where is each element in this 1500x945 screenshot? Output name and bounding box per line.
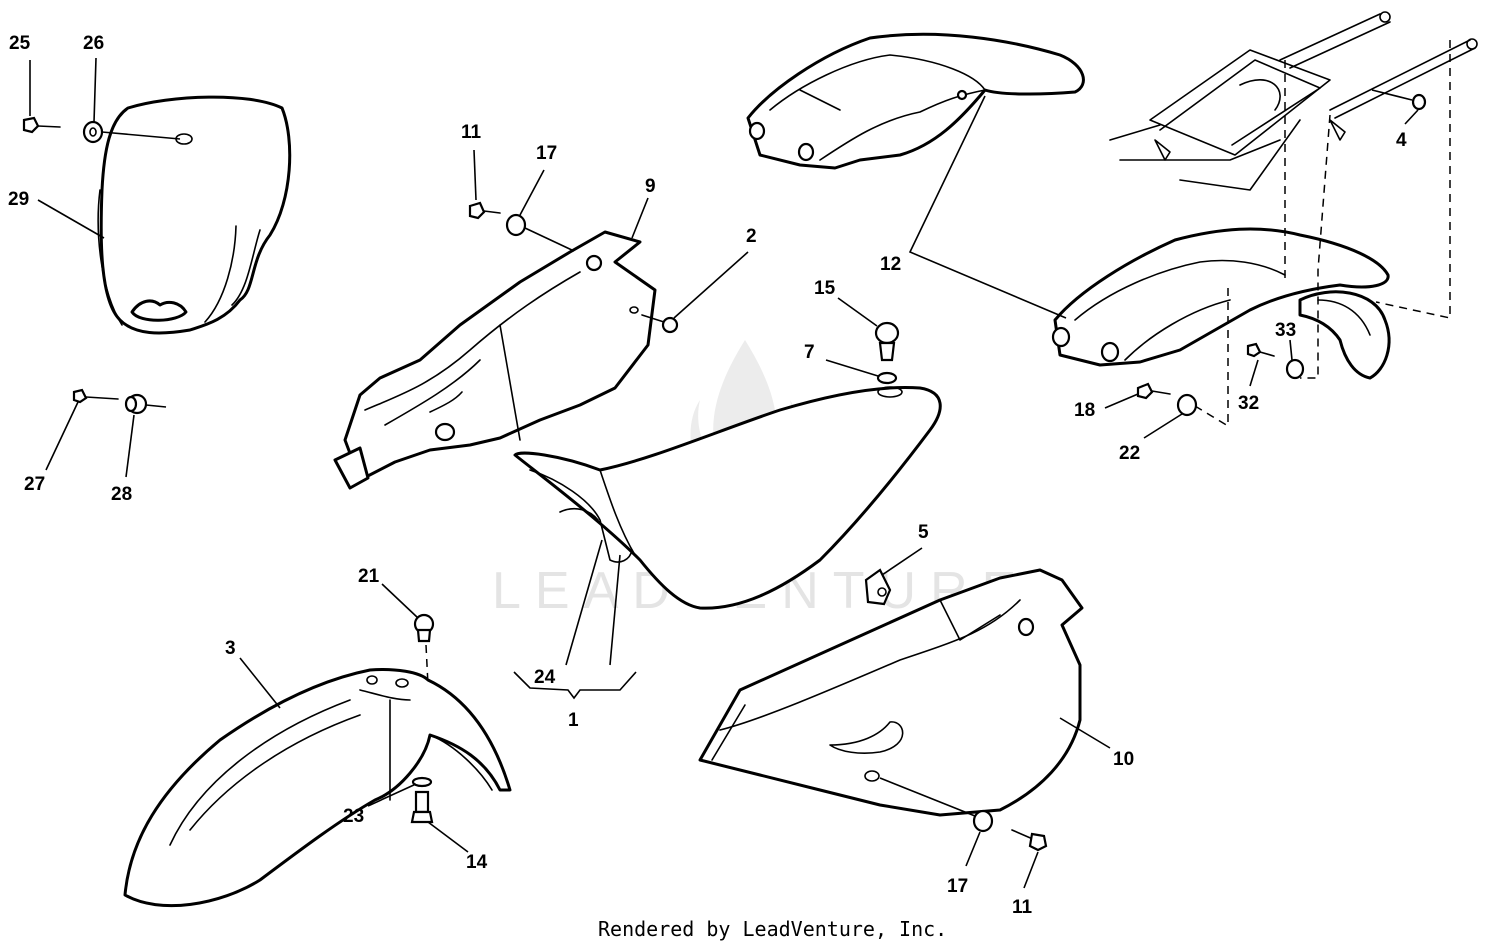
callout-24: 24 xyxy=(534,667,556,688)
seat-part-1[interactable] xyxy=(513,386,942,610)
callout-21: 21 xyxy=(358,566,380,587)
washer-part-26[interactable] xyxy=(82,120,104,144)
callout-10: 10 xyxy=(1113,749,1134,770)
washer-part-17-upper[interactable] xyxy=(505,213,527,237)
clip-nut-part-5[interactable] xyxy=(864,568,892,606)
callout-3: 3 xyxy=(225,638,236,659)
callout-12: 12 xyxy=(880,254,901,275)
grommet-part-28[interactable] xyxy=(124,393,148,415)
side-cover-part-9[interactable] xyxy=(333,230,657,490)
callout-18: 18 xyxy=(1074,400,1095,421)
footer-credit: Rendered by LeadVenture, Inc. xyxy=(598,917,947,941)
callout-4: 4 xyxy=(1396,130,1407,151)
callout-14: 14 xyxy=(466,852,488,873)
nut-part-4[interactable] xyxy=(1411,93,1427,111)
callout-15: 15 xyxy=(814,278,836,299)
rear-fender-part-12-bottom[interactable] xyxy=(1051,227,1391,380)
washer-part-22[interactable] xyxy=(1176,393,1198,417)
callout-17-lower: 17 xyxy=(947,876,968,897)
seat-bolt-part-15[interactable] xyxy=(874,321,900,362)
callout-32: 32 xyxy=(1238,393,1259,414)
bolt-part-21[interactable] xyxy=(413,613,435,643)
bolt-part-18[interactable] xyxy=(1136,382,1171,400)
callout-29: 29 xyxy=(8,189,29,210)
callout-26: 26 xyxy=(83,33,104,54)
callout-23: 23 xyxy=(343,806,364,827)
bolt-part-11-lower[interactable] xyxy=(1011,829,1048,852)
bolt-part-27[interactable] xyxy=(72,388,119,404)
callout-27: 27 xyxy=(24,474,45,495)
callout-33: 33 xyxy=(1275,320,1296,341)
callout-28: 28 xyxy=(111,484,132,505)
bolt-part-25[interactable] xyxy=(22,116,61,134)
callout-11-lower: 11 xyxy=(1012,897,1033,918)
callout-7: 7 xyxy=(804,342,815,363)
washer-part-33[interactable] xyxy=(1285,358,1305,380)
bolt-part-32[interactable] xyxy=(1246,342,1275,358)
number-plate-part-29[interactable] xyxy=(97,95,292,335)
callout-17-upper: 17 xyxy=(536,143,557,164)
callout-2: 2 xyxy=(746,226,757,247)
callout-1: 1 xyxy=(568,710,579,731)
rear-subframe xyxy=(1109,11,1478,191)
washer-part-17-lower[interactable] xyxy=(972,809,994,833)
rear-fender-part-12-top[interactable] xyxy=(746,32,1085,170)
front-fender-part-3[interactable] xyxy=(123,668,512,908)
callout-5: 5 xyxy=(918,522,929,543)
washer-part-23[interactable] xyxy=(411,776,433,788)
callout-9: 9 xyxy=(645,176,656,197)
screw-part-2[interactable] xyxy=(641,314,679,334)
bolt-part-11-upper[interactable] xyxy=(468,201,501,220)
side-cover-part-10[interactable] xyxy=(698,568,1084,817)
callout-25: 25 xyxy=(9,33,31,54)
callout-22: 22 xyxy=(1119,443,1140,464)
bolt-part-14[interactable] xyxy=(410,790,434,824)
callout-11-upper: 11 xyxy=(461,122,482,143)
washer-part-7[interactable] xyxy=(876,371,898,385)
